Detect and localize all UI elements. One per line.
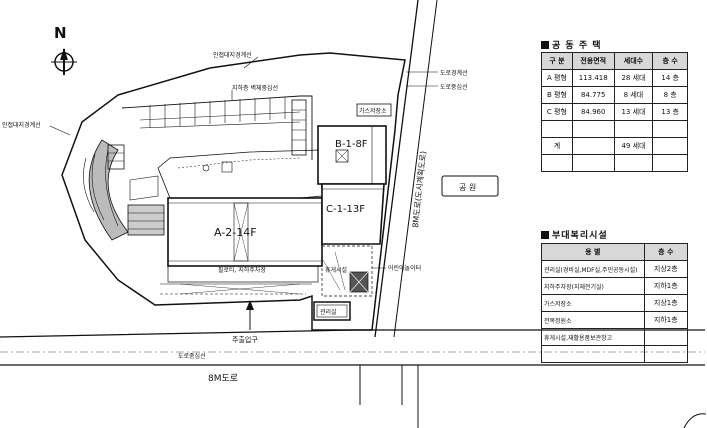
table-cell: B 평형 <box>541 86 573 104</box>
playground-label: 어린이놀이터 <box>388 264 421 272</box>
table-row: 지하주차장(지체전기실)지하1층 <box>541 277 689 295</box>
main-entrance-arrow-icon <box>246 300 254 330</box>
table-cell <box>571 120 615 138</box>
table-cell <box>613 120 654 138</box>
road-boundary-label: 도로경계선 <box>440 69 468 77</box>
table-cell: 계 <box>541 137 573 155</box>
table-cell: 84.960 <box>571 103 615 121</box>
building-a-label: A-2-14F <box>214 226 257 239</box>
table-cell: 지상2층 <box>643 260 689 278</box>
table-cell <box>652 137 688 155</box>
table-cell: 지하주차장(지체전기실) <box>541 277 645 295</box>
table-cell: 113.418 <box>571 69 615 87</box>
table-header-cell: 세대수 <box>613 52 654 70</box>
underground-parking <box>107 95 313 170</box>
table-cell: 8 층 <box>652 86 688 104</box>
corner-mark <box>683 413 707 428</box>
parking-ramp <box>83 139 165 241</box>
compass-label: N <box>54 24 67 42</box>
inner-area <box>129 149 323 201</box>
table-cell: 13 층 <box>652 103 688 121</box>
table-cell <box>571 154 615 172</box>
right-road <box>359 0 438 428</box>
leader-lines <box>49 56 438 136</box>
table-cell: 13 세대 <box>613 103 654 121</box>
table-header-cell: 전용면적 <box>571 52 615 70</box>
parking-wall-label: 지하층 벽체중심선 <box>232 84 278 92</box>
table-cell: 휴게시설,재활용품보관창고 <box>541 328 645 346</box>
building-c <box>321 183 385 245</box>
table-cell: 지하1층 <box>643 311 689 329</box>
table-cell <box>541 154 573 172</box>
table-cell: C 평형 <box>541 103 573 121</box>
road-bottom-label: 8M도로 <box>208 374 238 384</box>
adjacent-boundary-left-label: 인접대지경계선 <box>2 121 41 129</box>
table-row: 계 49 세대 <box>541 137 688 155</box>
main-entrance-label: 주출입구 <box>232 335 258 344</box>
table-cell: 28 세대 <box>613 69 654 87</box>
table-row <box>541 120 688 138</box>
table-row <box>541 154 688 172</box>
table-cell: 전목정원소 <box>541 311 645 329</box>
building-b <box>317 125 387 185</box>
building-b-label: B-1-8F <box>335 139 368 150</box>
table-cell: 8 세대 <box>613 86 654 104</box>
square-bullet-icon <box>541 231 549 239</box>
table-row: 관리실(경비실,MDF실,주민공동시설)지상2층 <box>541 260 689 278</box>
table-cell <box>643 345 689 363</box>
management-office-label: 관리실 <box>320 308 337 316</box>
housing-title: 공 동 주 택 <box>541 38 602 51</box>
table-header-cell: 용 별 <box>541 243 645 261</box>
table-cell <box>541 120 573 138</box>
pilotis-area <box>160 265 319 295</box>
table-header-cell: 층 수 <box>643 243 689 261</box>
site-boundary <box>61 52 406 331</box>
park-label: 공 원 <box>459 183 476 192</box>
table-cell <box>541 345 645 363</box>
square-bullet-icon <box>541 41 549 49</box>
adjacent-boundary-top-label: 인접대지경계선 <box>213 51 252 59</box>
table-cell: 84.775 <box>571 86 615 104</box>
table-cell: 가스저장소 <box>541 294 645 312</box>
table-cell: 14 층 <box>652 69 688 87</box>
table-row: 휴게시설,재활용품보관창고 <box>541 328 689 346</box>
table-cell <box>571 137 615 155</box>
table-header-cell: 층 수 <box>652 52 688 70</box>
table-cell <box>643 328 689 346</box>
management-office-box <box>313 301 351 321</box>
table-row <box>541 345 689 363</box>
table-cell: 지상1층 <box>643 294 689 312</box>
table-cell: A 평형 <box>541 69 573 87</box>
pilotis-label: 필로티, 지하주차장 <box>218 266 266 274</box>
table-cell <box>652 154 688 172</box>
table-cell: 관리실(경비실,MDF실,주민공동시설) <box>541 260 645 278</box>
gas-storage-label: 가스저장소 <box>359 107 387 115</box>
road-center-label: 도로중심선 <box>440 83 468 91</box>
table-header-cell: 구 분 <box>541 52 573 70</box>
table-cell <box>613 154 654 172</box>
building-a <box>167 197 323 267</box>
park-box <box>441 175 499 197</box>
rest-area-label: 휴게시설 <box>325 266 347 274</box>
table-cell <box>652 120 688 138</box>
building-c-label: C-1-13F <box>326 204 365 215</box>
north-arrow-icon <box>51 48 77 75</box>
gas-storage-box <box>356 103 392 117</box>
playground <box>321 245 373 297</box>
table-cell: 49 세대 <box>613 137 654 155</box>
road-center-bottom-label: 도로중심선 <box>178 352 206 360</box>
facilities-title: 부대복리시설 <box>541 228 608 241</box>
table-cell: 지하1층 <box>643 277 689 295</box>
